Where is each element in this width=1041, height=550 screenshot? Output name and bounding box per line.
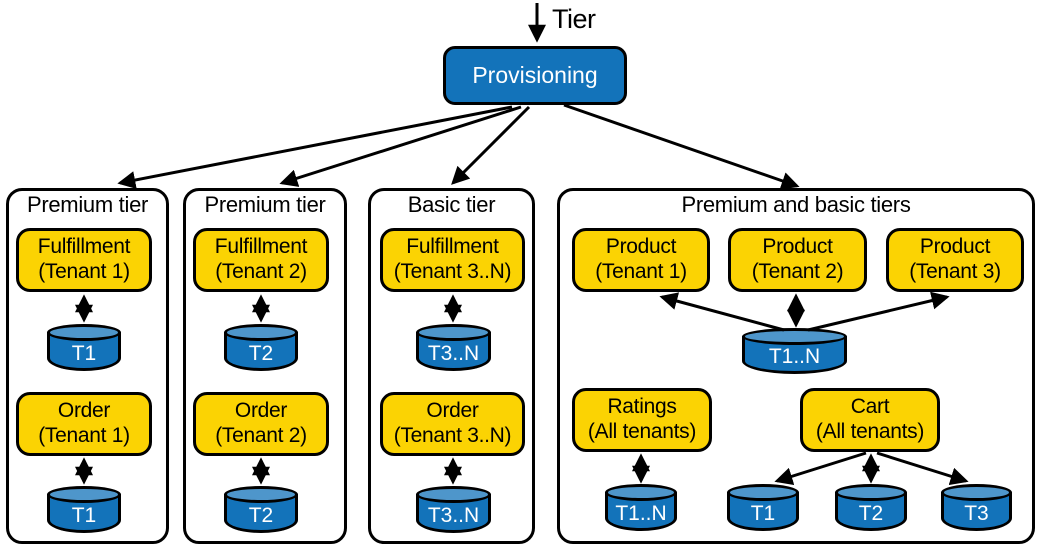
service-label-line1: Product	[919, 235, 991, 259]
container-basic-tier-title: Basic tier	[407, 192, 496, 217]
service-label-line2: (Tenant 2)	[215, 260, 307, 283]
service-label-line1: Order	[57, 399, 111, 423]
service-label-line2: (Tenant 3)	[909, 260, 1001, 283]
provisioning-to-basic-arrow	[451, 105, 531, 185]
container-premium-tier-2-title: Premium tier	[204, 192, 326, 217]
service-label-line1: Cart	[850, 395, 890, 419]
fulfillment-tenant1-box: Fulfillment (Tenant 1)	[16, 228, 152, 292]
product-tenant2-box: Product (Tenant 2)	[728, 228, 867, 292]
service-label-line2: (Tenant 2)	[215, 424, 307, 447]
service-label-line1: Product	[762, 235, 833, 259]
db-label: T1	[71, 503, 97, 527]
service-label-line1: Ratings	[607, 395, 677, 419]
db-cylinder-top	[47, 486, 121, 503]
db-label: T3..N	[427, 503, 480, 527]
service-label-line2: (Tenant 1)	[38, 424, 130, 447]
service-label-line2: (Tenant 1)	[595, 260, 687, 283]
service-label-line1: Fulfillment	[406, 235, 499, 259]
db-cylinder-t2-fulfillment: T2	[224, 324, 298, 371]
db-cylinder-t3n-order: T3..N	[416, 486, 491, 533]
fulfillment-tenant2-box: Fulfillment (Tenant 2)	[193, 228, 329, 292]
service-label-line1: Fulfillment	[37, 235, 131, 259]
db-label: T1..N	[615, 501, 667, 525]
db-cylinder-top	[224, 324, 298, 341]
db-cylinder-t3n-fulfillment: T3..N	[416, 324, 491, 371]
db-cylinder-top	[416, 486, 491, 503]
db-cylinder-top	[224, 486, 298, 503]
db-cylinder-top	[416, 324, 491, 341]
db-label: T1..N	[768, 345, 821, 368]
ratings-box: Ratings (All tenants)	[572, 388, 712, 452]
service-label-line2: (All tenants)	[815, 420, 925, 443]
order-tenant2-box: Order (Tenant 2)	[193, 392, 329, 456]
service-label-line1: Order	[234, 399, 288, 423]
db-cylinder-top	[742, 328, 847, 345]
db-cylinder-cart-t3: T3	[941, 484, 1012, 531]
service-label-line1: Order	[426, 399, 479, 423]
service-label-line2: (Tenant 3..N)	[393, 260, 512, 283]
db-label: T1	[71, 341, 97, 365]
db-cylinder-top	[605, 484, 677, 501]
service-label-line2: (Tenant 2)	[751, 260, 844, 283]
db-cylinder-t1-fulfillment: T1	[47, 324, 121, 371]
service-label-line1: Fulfillment	[214, 235, 308, 259]
db-cylinder-ratings-t1n: T1..N	[605, 484, 677, 531]
container-premium-tier-1-title: Premium tier	[26, 192, 149, 217]
cart-box: Cart (All tenants)	[800, 388, 940, 452]
fulfillment-tenant3n-box: Fulfillment (Tenant 3..N)	[380, 228, 525, 292]
db-label: T3..N	[427, 341, 480, 365]
provisioning-service-box: Provisioning	[443, 46, 627, 105]
db-cylinder-shared-t1n: T1..N	[742, 328, 847, 374]
db-cylinder-cart-t2: T2	[835, 484, 907, 531]
db-cylinder-cart-t1: T1	[727, 484, 799, 531]
db-cylinder-t1-order: T1	[47, 486, 121, 533]
db-label: T2	[248, 341, 274, 365]
db-label: T2	[248, 503, 274, 527]
service-label-line2: (Tenant 3..N)	[393, 424, 512, 447]
provisioning-to-premium2-arrow	[279, 105, 522, 187]
order-tenant1-box: Order (Tenant 1)	[16, 392, 152, 456]
db-cylinder-top	[47, 324, 121, 341]
db-label: T1	[750, 501, 776, 525]
service-label-line1: Product	[605, 235, 677, 259]
db-cylinder-top	[835, 484, 907, 501]
product-tenant3-box: Product (Tenant 3)	[886, 228, 1024, 292]
db-cylinder-top	[727, 484, 799, 501]
product-tenant1-box: Product (Tenant 1)	[572, 228, 710, 292]
container-shared-tiers-title: Premium and basic tiers	[681, 192, 911, 217]
db-cylinder-t2-order: T2	[224, 486, 298, 533]
provisioning-to-premium1-arrow	[117, 105, 513, 189]
provisioning-to-shared-arrow	[563, 103, 800, 190]
db-label: T3	[964, 501, 989, 525]
db-cylinder-top	[941, 484, 1012, 501]
order-tenant3n-box: Order (Tenant 3..N)	[380, 392, 525, 456]
db-label: T2	[858, 501, 884, 525]
provisioning-label: Provisioning	[472, 62, 598, 88]
tier-input-label: Tier	[552, 4, 596, 34]
service-label-line2: (Tenant 1)	[38, 260, 130, 283]
service-label-line2: (All tenants)	[587, 420, 697, 443]
